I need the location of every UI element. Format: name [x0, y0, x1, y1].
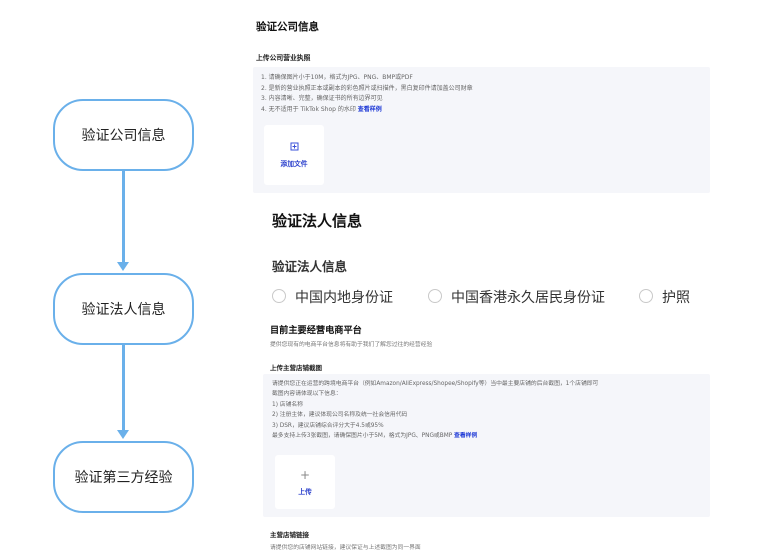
company-add-file-label: 添加文件 — [280, 160, 308, 168]
file-upload-icon — [290, 142, 298, 151]
store-upload-label: 上传 — [298, 487, 312, 496]
store-upload-button[interactable]: + 上传 — [275, 455, 335, 509]
store-tip-content: 截图内容请体现以下信息： — [272, 391, 342, 398]
legal-section-title: 验证法人信息 — [272, 212, 363, 230]
store-link-desc: 请提供您的店铺网站链接，建议保证与上述截图为同一界面 — [270, 545, 421, 551]
store-tip-intro: 请提供您正在运营的跨境电商平台（例如Amazon/AliExpress/Shop… — [272, 381, 599, 387]
company-view-sample-link[interactable]: 查看样例 — [357, 105, 382, 113]
store-link-title: 主营店铺链接 — [270, 531, 309, 539]
company-upload-label: 上传公司营业执照 — [256, 54, 311, 62]
store-tip-entity: 2) 注册主体，建议体现公司名称及统一社会信用代码 — [272, 412, 408, 419]
store-tip-name: 1) 店铺名称 — [272, 401, 303, 408]
store-tip-limit-row: 最多支持上传3张截图，请确保图片小于5M，格式为JPG、PNG或BMP 查看样例 — [272, 431, 598, 441]
radio-hk-id[interactable] — [428, 289, 442, 303]
company-tips: 1. 请确保图片小于10M，格式为JPG、PNG、BMP或PDF 2. 是新的营… — [261, 73, 473, 115]
flow-step-legal-label: 验证法人信息 — [81, 302, 166, 318]
company-tip-2: 2. 是新的营业执照正本或副本的彩色照片或扫描件，黑白复印件请加盖公司财章 — [261, 84, 473, 92]
radio-mainland-id[interactable] — [272, 289, 286, 303]
company-tip-4-row: 4. 无不适用于 TikTok Shop 的水印 查看样例 — [261, 105, 473, 116]
store-screenshot-label: 上传主营店铺截图 — [270, 364, 322, 372]
flow-arrow-2-icon — [117, 430, 129, 439]
ecommerce-desc: 提供您现有的电商平台信息将有助于我们了解您过往的经营经验 — [270, 342, 433, 348]
company-tip-1: 1. 请确保图片小于10M，格式为JPG、PNG、BMP或PDF — [261, 74, 413, 81]
flow-connector-2 — [122, 345, 125, 431]
legal-subtitle: 验证法人信息 — [272, 259, 348, 274]
store-tip-dsr: 3) DSR，建议店铺综合评分大于4.5或95% — [272, 422, 384, 429]
flow-step-legal: 验证法人信息 — [53, 273, 194, 345]
company-upload-panel: 1. 请确保图片小于10M，格式为JPG、PNG、BMP或PDF 2. 是新的营… — [253, 67, 710, 193]
flow-arrow-1-icon — [117, 262, 129, 271]
radio-passport-label[interactable]: 护照 — [662, 290, 690, 306]
ecommerce-section-title: 目前主要经营电商平台 — [270, 325, 362, 336]
company-tip-4: 4. 无不适用于 TikTok Shop 的水印 — [261, 105, 356, 113]
company-add-file-button[interactable]: 添加文件 — [264, 125, 324, 185]
company-tip-3: 3. 内容清晰、完整，确保证书的所有边界可见 — [261, 95, 383, 102]
plus-icon: + — [299, 467, 311, 482]
store-tips: 请提供您正在运营的跨境电商平台（例如Amazon/AliExpress/Shop… — [272, 379, 598, 441]
store-tip-limit: 最多支持上传3张截图，请确保图片小于5M，格式为JPG、PNG或BMP — [272, 433, 453, 440]
flow-step-company: 验证公司信息 — [53, 99, 194, 171]
company-section-title: 验证公司信息 — [256, 21, 319, 33]
store-view-sample-link[interactable]: 查看样例 — [454, 433, 478, 440]
flow-connector-1 — [122, 171, 125, 263]
radio-hk-id-label[interactable]: 中国香港永久居民身份证 — [451, 290, 605, 306]
radio-mainland-id-label[interactable]: 中国内地身份证 — [295, 290, 393, 306]
store-upload-panel: 请提供您正在运营的跨境电商平台（例如Amazon/AliExpress/Shop… — [263, 374, 710, 517]
flow-step-thirdparty-label: 验证第三方经验 — [74, 470, 173, 486]
radio-passport[interactable] — [639, 289, 653, 303]
flow-step-company-label: 验证公司信息 — [81, 128, 166, 144]
flow-step-thirdparty: 验证第三方经验 — [53, 441, 194, 513]
